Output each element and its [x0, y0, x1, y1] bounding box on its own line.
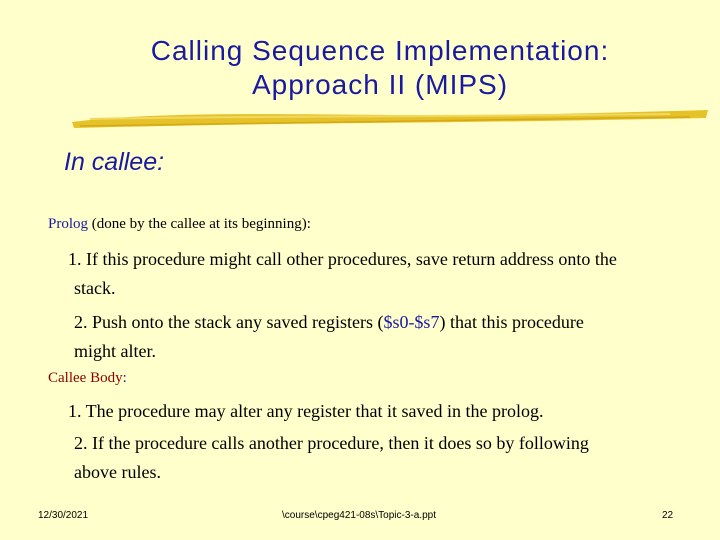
title-line-2: Approach II (MIPS) [251, 69, 509, 100]
prolog-heading: Prolog (done by the callee at its beginn… [48, 216, 311, 233]
prolog-paren-close: ): [301, 216, 311, 232]
prolog-item-2-line-2: might alter. [74, 341, 156, 361]
title-underline-brushstroke [72, 110, 708, 128]
callee-body-colon: : [122, 370, 127, 386]
footer-date: 12/30/2021 [38, 510, 89, 521]
callee-body-label: Callee Body [48, 370, 123, 386]
slide-title: Calling Sequence Implementation: Approac… [60, 34, 700, 102]
body-item-2-line-1: 2. If the procedure calls another proced… [74, 433, 589, 453]
prolog-item-1-line-1: 1. If this procedure might call other pr… [68, 249, 617, 269]
title-line-1: Calling Sequence Implementation: [150, 35, 610, 66]
footer-file-path: \course\cpeg421-08s\Topic-3-a.ppt [282, 510, 436, 521]
prolog-item-2-text-b: ) that this procedure [439, 312, 584, 332]
section-subheading: In callee: [64, 148, 165, 176]
register-range: $s0-$s7 [383, 312, 440, 332]
callee-body-heading: Callee Body: [48, 370, 127, 387]
body-item-1-line-1: 1. The procedure may alter any register … [68, 401, 544, 421]
prolog-item-2-text-a: 2. Push onto the stack any saved registe… [74, 312, 384, 332]
body-item-2-line-2: above rules. [74, 462, 161, 482]
prolog-item-1-line-2: stack. [74, 278, 116, 298]
prolog-item-2-line-1: 2. Push onto the stack any saved registe… [74, 307, 584, 337]
footer-page-number: 22 [662, 510, 674, 521]
prolog-description: done by the callee at its beginning [96, 216, 302, 232]
prolog-paren-open: ( [88, 216, 97, 232]
prolog-label: Prolog [48, 216, 89, 232]
